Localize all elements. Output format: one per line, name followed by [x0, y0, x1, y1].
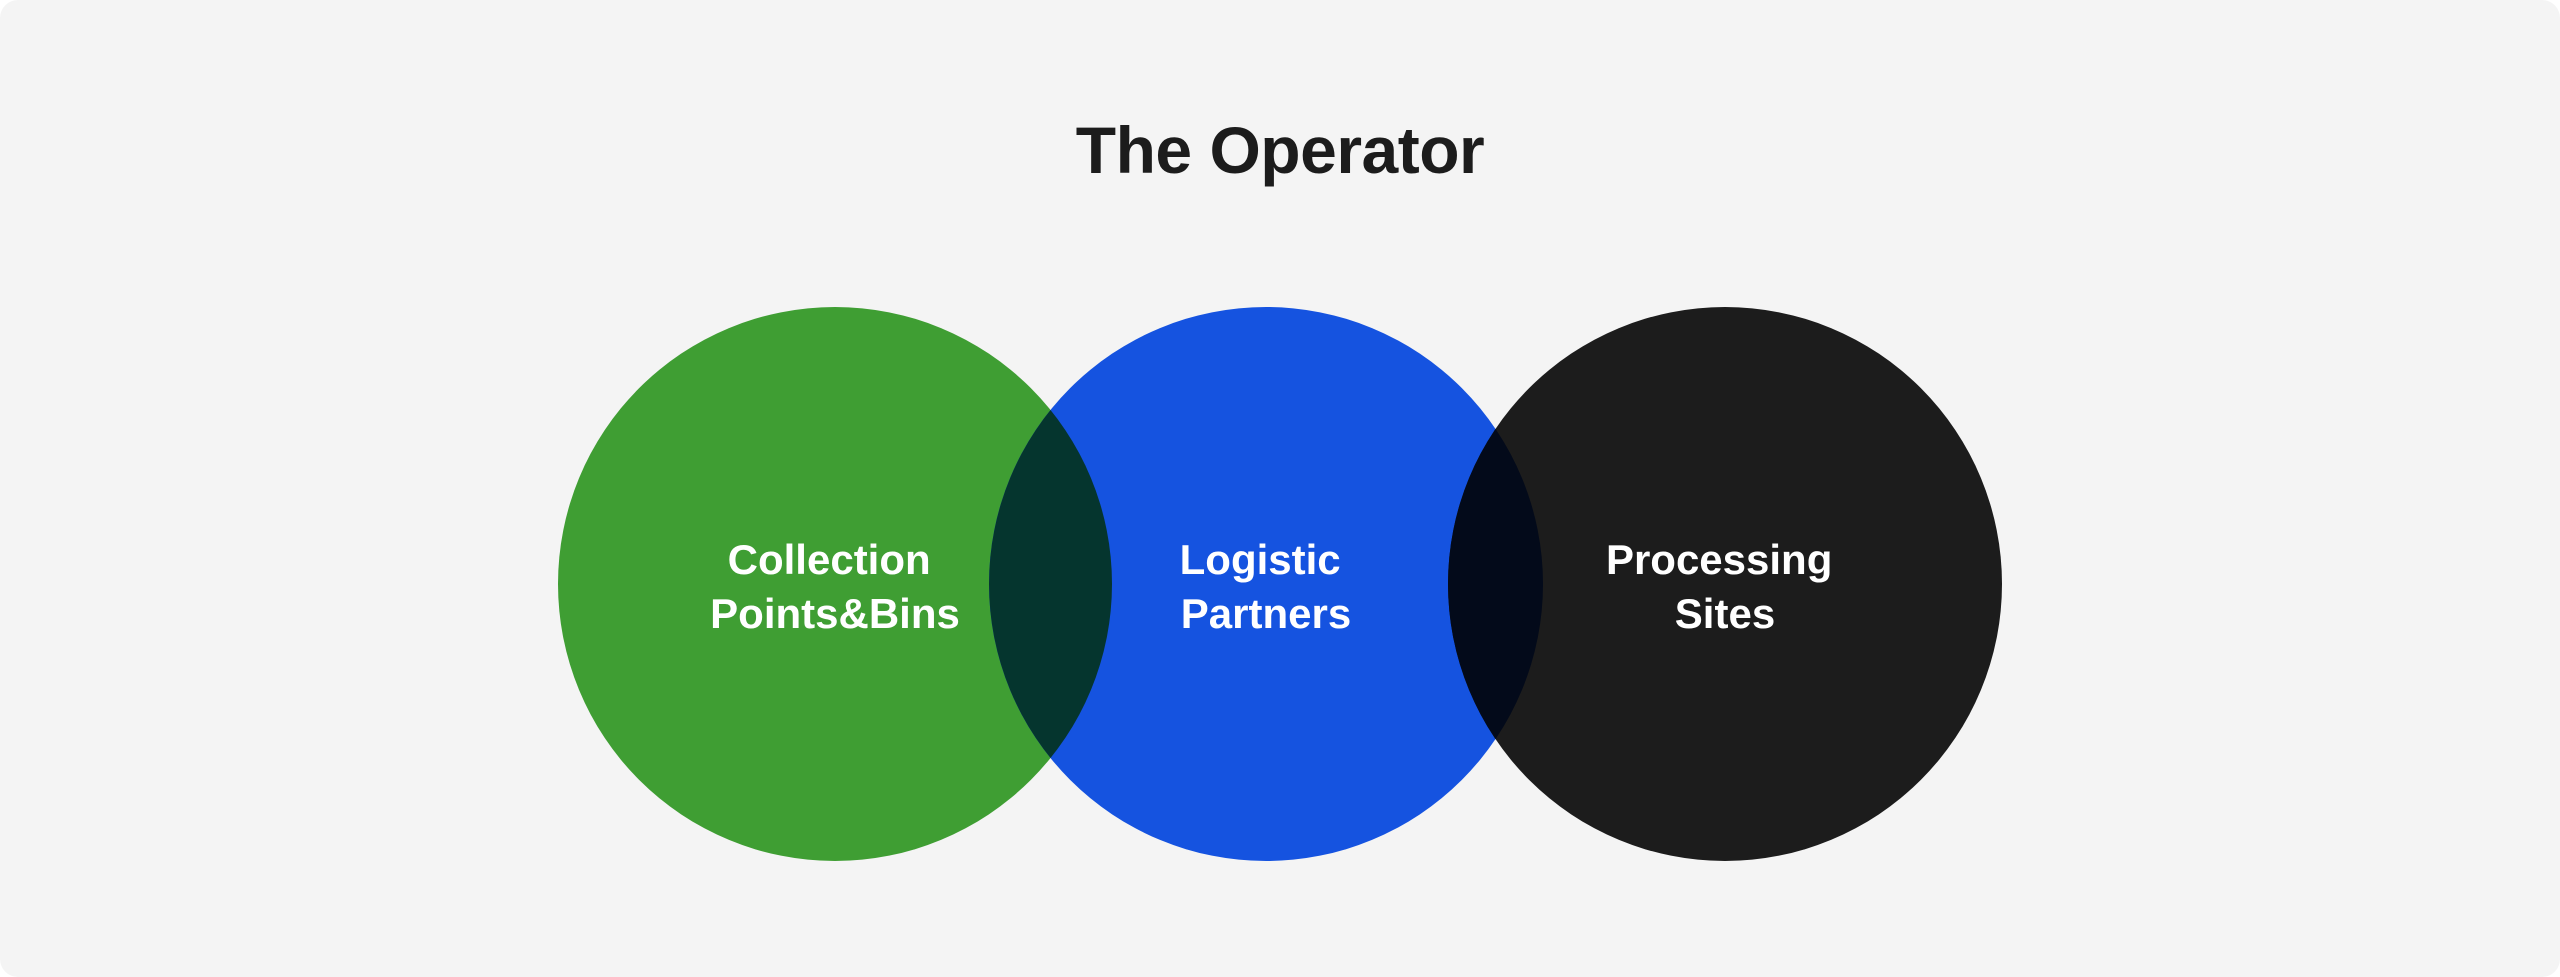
label-line: Logistic: [1180, 536, 1341, 583]
label-logistic-partners: Logistic Partners: [1180, 536, 1353, 637]
label-line: Processing: [1606, 536, 1832, 583]
label-line: Points&Bins: [710, 590, 960, 637]
label-line: Collection: [728, 536, 931, 583]
circle-logistic-partners: [989, 307, 1543, 861]
diagram-title: The Operator: [1075, 113, 1485, 187]
circle-collection-points-bins: [558, 307, 1112, 861]
label-collection-points-bins: Collection Points&Bins: [710, 536, 960, 637]
label-line: Sites: [1675, 590, 1775, 637]
label-line: Partners: [1181, 590, 1351, 637]
label-processing-sites: Processing Sites: [1606, 536, 1844, 637]
circle-processing-sites: [1448, 307, 2002, 861]
